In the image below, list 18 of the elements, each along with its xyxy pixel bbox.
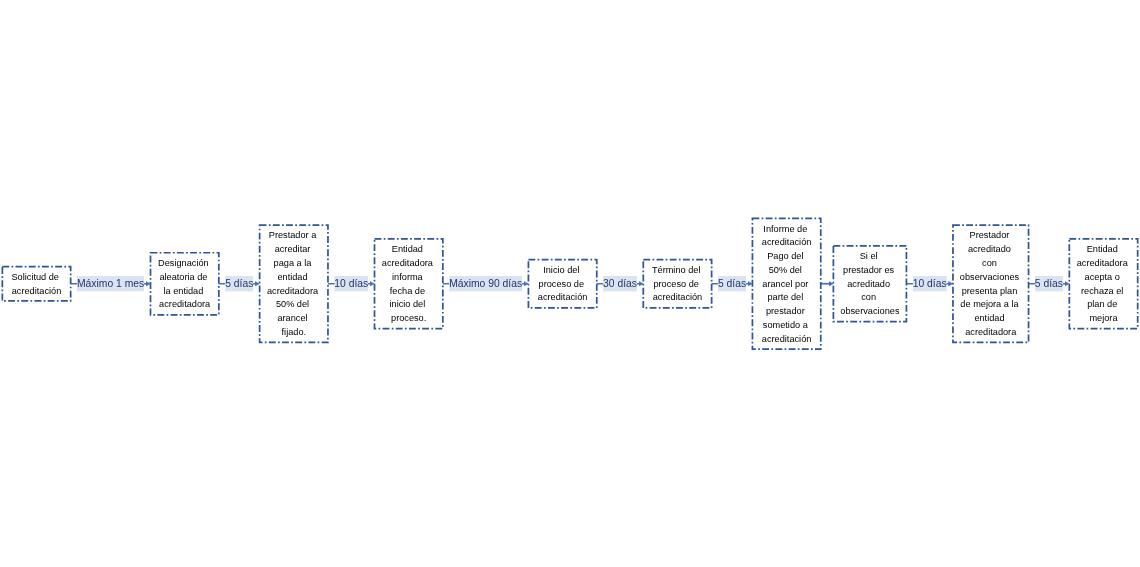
node-box: Si el prestador es acreditado con observaciones: [832, 244, 908, 323]
edge-label: 5 días: [1034, 277, 1064, 289]
edge-label: 5 días: [717, 277, 747, 289]
edge-label: Máximo 90 días: [449, 277, 523, 289]
node-box: Informe de acreditación Pago del 50% del arancel por parte del prestador sometido a acreditación: [751, 217, 822, 350]
node-box: Entidad acreditadora acepta o rechaza el plan de mejora: [1068, 237, 1139, 330]
node-box: Designación aleatoria de la entidad acreditadora: [149, 251, 220, 316]
edge-label: 10 días: [334, 277, 369, 289]
node-box: Solicitud de acreditación: [1, 265, 72, 302]
node-box: Entidad acreditadora informa fecha de inicio del proceso.: [373, 237, 444, 330]
node-box: Término del proceso de acreditación: [642, 258, 713, 309]
edge-label: Máximo 1 mes: [76, 277, 145, 289]
edge-label: 30 días: [603, 277, 637, 289]
node-box: Inicio del proceso de acreditación: [527, 258, 598, 309]
edge-label: 10 días: [912, 277, 947, 289]
node-box: Prestador acreditado con observaciones presenta plan de mejora a la entidad acreditadora: [952, 224, 1030, 343]
edge-label: 5 días: [225, 277, 254, 289]
node-box: Prestador a acreditar paga a la entidad acreditadora 50% del arancel fijado.: [258, 224, 329, 343]
